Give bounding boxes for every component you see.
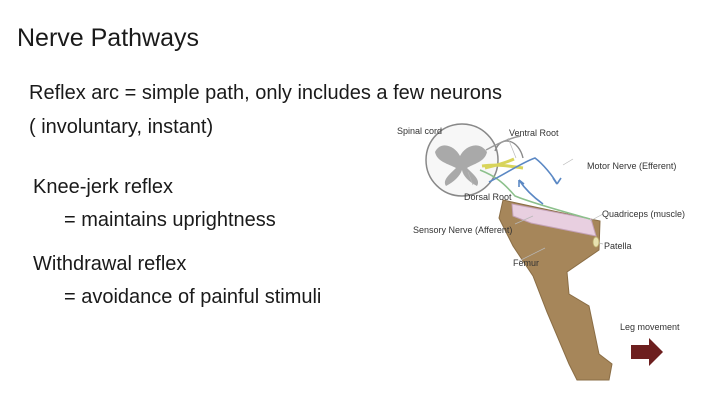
knee-jerk-description: = maintains uprightness: [64, 209, 276, 231]
label-motor-nerve: Motor Nerve (Efferent): [587, 161, 676, 171]
label-leg-movement: Leg movement: [620, 322, 680, 332]
reflex-arc-note: ( involuntary, instant): [29, 116, 214, 138]
leg-movement-arrow-icon: [631, 338, 663, 366]
label-sensory-nerve: Sensory Nerve (Afferent): [413, 225, 512, 235]
label-dorsal-root: Dorsal Root: [464, 192, 512, 202]
patella: [592, 236, 600, 248]
nerve-pathways: [479, 135, 591, 220]
spinal-cord-illustration: [425, 123, 499, 197]
label-patella: Patella: [604, 241, 632, 251]
label-quadriceps: Quadriceps (muscle): [602, 209, 685, 219]
withdrawal-description: = avoidance of painful stimuli: [64, 286, 322, 308]
slide-title: Nerve Pathways: [17, 24, 200, 52]
label-femur: Femur: [513, 258, 539, 268]
label-spinal-cord: Spinal cord: [397, 126, 442, 136]
label-leader-lines: [467, 137, 604, 262]
knee-jerk-heading: Knee-jerk reflex: [33, 176, 174, 198]
quadriceps-muscle: [511, 203, 597, 237]
knee-jerk-reflex-diagram: Spinal cord Ventral Root Motor Nerve (Ef…: [397, 123, 685, 381]
withdrawal-heading: Withdrawal reflex: [33, 253, 187, 275]
label-ventral-root: Ventral Root: [509, 128, 559, 138]
reflex-arc-definition: Reflex arc = simple path, only includes …: [29, 82, 503, 104]
leg-shape: [498, 199, 613, 381]
